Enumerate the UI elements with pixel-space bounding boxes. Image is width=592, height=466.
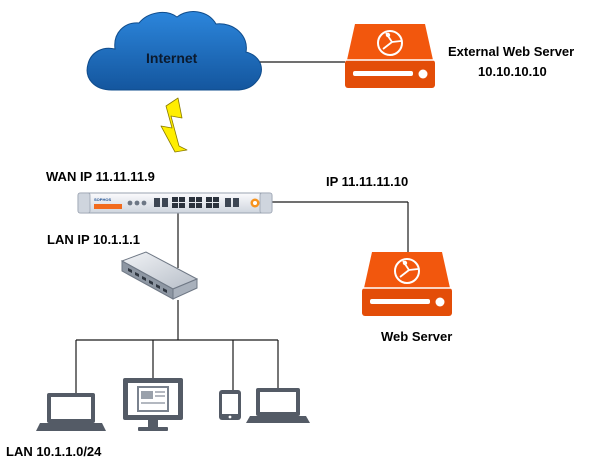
- lightning-link-icon: [160, 97, 188, 153]
- internet-label: Internet: [146, 50, 198, 66]
- web-server-logo: [394, 258, 420, 284]
- external-server-name: External Web Server: [448, 44, 575, 59]
- external-server-ip: 10.10.10.10: [478, 64, 547, 79]
- web-server-name: Web Server: [381, 329, 453, 344]
- laptop-icon-2: [246, 388, 310, 423]
- monitor-icon: [123, 378, 183, 431]
- laptop-icon: [36, 393, 106, 431]
- firewall-appliance-icon: SOPHOS: [77, 192, 273, 214]
- external-server-logo: [377, 30, 403, 56]
- firewall-lcd: [94, 204, 122, 209]
- firewall-brand: SOPHOS: [94, 197, 111, 202]
- cloud-icon: [86, 11, 262, 91]
- external-web-server-icon: [345, 24, 435, 88]
- wan-ip-label: WAN IP 11.11.11.9: [46, 169, 155, 184]
- tablet-icon: [219, 390, 241, 420]
- lan-subnet-label: LAN 10.1.1.0/24: [6, 444, 102, 459]
- network-switch-icon: [120, 251, 199, 300]
- web-server-ip-label: IP 11.11.11.10: [326, 174, 409, 189]
- web-server-icon: [362, 252, 452, 316]
- connections: [75, 61, 409, 393]
- lan-ip-label: LAN IP 10.1.1.1: [47, 232, 140, 247]
